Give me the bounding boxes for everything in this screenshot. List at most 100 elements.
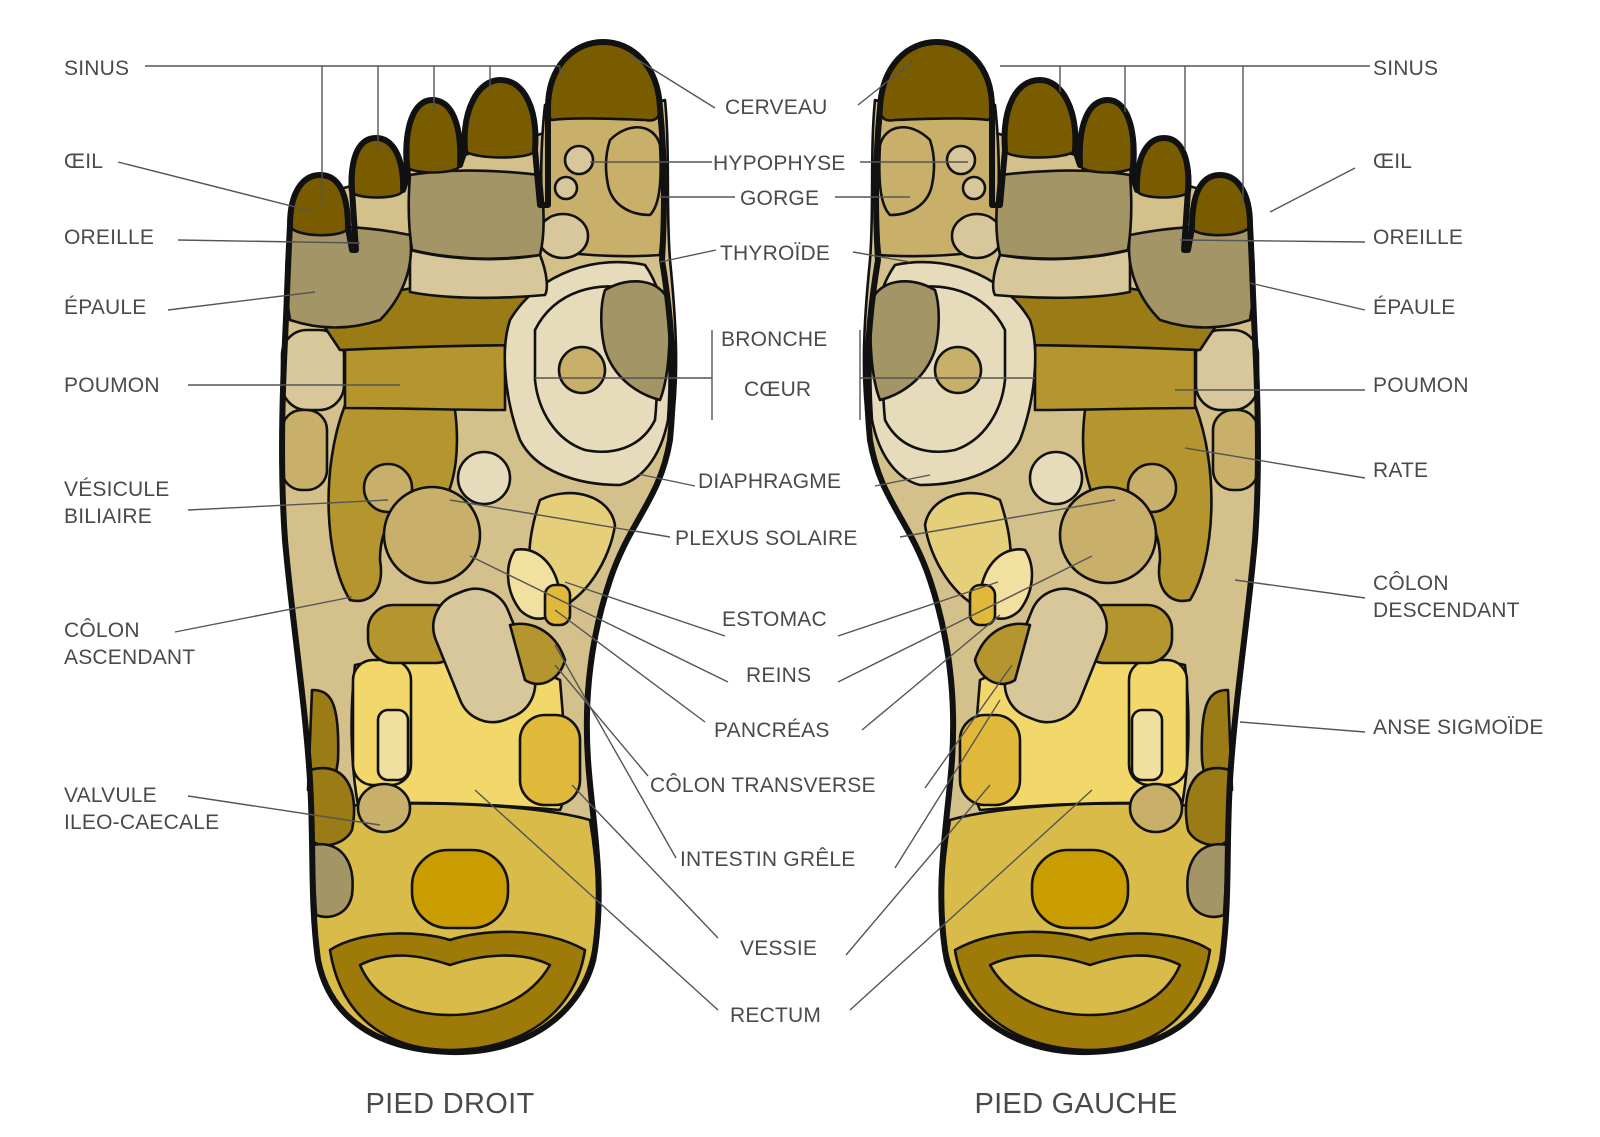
right-heart-dot xyxy=(557,345,607,395)
right-bladder-zone xyxy=(518,713,582,807)
leader-diaphragme-l xyxy=(874,474,931,487)
leader-estomac-l xyxy=(837,581,999,637)
leader-colon-desc xyxy=(1234,579,1366,599)
leader-thyroide-l xyxy=(852,251,911,263)
right-ileo-zone xyxy=(356,782,412,834)
label-gorge: GORGE xyxy=(740,187,819,210)
right-throat-zone xyxy=(604,125,662,217)
leader-rectum-l xyxy=(849,789,1093,1011)
right-pancreas-zone xyxy=(508,622,567,686)
left-sigmoid-inner xyxy=(1130,708,1164,782)
label-coeur: CŒUR xyxy=(744,378,811,401)
label-vessie: VESSIE xyxy=(740,937,817,960)
leader-intestin-l xyxy=(894,699,1001,869)
label-colon-desc-line2: DESCENDANT xyxy=(1373,599,1520,622)
leader-oreille-left xyxy=(177,239,361,244)
label-thyroide: THYROÏDE xyxy=(720,242,830,265)
left-outer-lower2 xyxy=(1184,766,1232,847)
left-foot-outline xyxy=(864,39,1262,1056)
label-diaphragme: DIAPHRAGME xyxy=(698,470,841,493)
leader-bronche-coeur-r xyxy=(535,330,713,420)
leader-rectum-r xyxy=(474,789,719,1011)
left-throat-zone xyxy=(878,125,936,217)
leader-oeil-right xyxy=(1269,167,1356,213)
left-outer-lower3 xyxy=(1186,842,1230,919)
label-bronche: BRONCHE xyxy=(721,328,827,351)
leader-sigmoide xyxy=(1239,721,1366,733)
label-sinus-left: SINUS xyxy=(64,57,129,80)
label-colon-transverse: CÔLON TRANSVERSE xyxy=(650,774,876,797)
right-hypo-dot2 xyxy=(553,175,579,201)
label-colon-desc-line1: CÔLON xyxy=(1373,572,1449,595)
right-solar-plexus xyxy=(382,485,482,585)
leader-lines xyxy=(117,54,1370,1011)
leader-vessie-l xyxy=(845,784,991,956)
label-sinus-right: SINUS xyxy=(1373,57,1438,80)
label-valvule-line1: VALVULE xyxy=(64,784,157,807)
label-intestin-grele: INTESTIN GRÊLE xyxy=(680,848,856,871)
leader-pancreas-l xyxy=(861,614,1001,731)
label-oeil-right: ŒIL xyxy=(1373,150,1412,173)
left-bronchus-zone xyxy=(869,279,941,402)
left-thyroid xyxy=(950,212,1004,260)
label-epaule-left: ÉPAULE xyxy=(64,296,147,319)
label-estomac: ESTOMAC xyxy=(722,608,827,631)
leader-intestin-r xyxy=(554,644,677,859)
right-outer-lower2 xyxy=(308,766,356,847)
leader-epaule-right xyxy=(1249,282,1366,311)
right-big-toe xyxy=(546,40,662,122)
leader-plexus-l xyxy=(899,499,1116,538)
leader-vesicule-left xyxy=(187,499,389,511)
left-lung-band xyxy=(1033,341,1197,412)
label-pancreas: PANCRÉAS xyxy=(714,719,830,742)
right-toe2-base xyxy=(407,169,546,260)
label-vesicule-line1: VÉSICULE xyxy=(64,478,169,501)
left-dot-b xyxy=(1028,450,1084,506)
leader-colon-asc xyxy=(174,596,353,633)
left-ureter-zone xyxy=(968,583,997,627)
left-solar-plexus xyxy=(1058,485,1158,585)
label-plexus-solaire: PLEXUS SOLAIRE xyxy=(675,527,858,550)
left-heart-dot xyxy=(933,345,983,395)
label-valvule-line2: ILEO-CAECALE xyxy=(64,811,219,834)
leader-epaule-left xyxy=(167,291,316,311)
label-poumon-right: POUMON xyxy=(1373,374,1469,397)
left-heel-center xyxy=(1030,848,1130,930)
label-poumon-left: POUMON xyxy=(64,374,160,397)
leader-colon-transverse-l xyxy=(924,664,1013,789)
leader-thyroide-r xyxy=(659,249,717,263)
label-hypophyse: HYPOPHYSE xyxy=(713,152,846,175)
left-foot xyxy=(862,39,1262,1056)
right-thyroid xyxy=(536,212,590,260)
leader-bronche-coeur-l xyxy=(859,330,1035,420)
title-pied-droit: PIED DROIT xyxy=(366,1088,535,1120)
left-pancreas-zone xyxy=(973,622,1032,686)
title-pied-gauche: PIED GAUCHE xyxy=(974,1088,1177,1120)
leader-sinus-right xyxy=(1000,65,1370,205)
labels-center-column: CERVEAU HYPOPHYSE GORGE THYROÏDE BRONCHE… xyxy=(650,96,876,1027)
leader-rate xyxy=(1184,447,1366,479)
leader-cerveau-r xyxy=(629,54,716,109)
right-bronchus-zone xyxy=(599,279,671,402)
left-hypo-dot2 xyxy=(961,175,987,201)
right-valve-inner xyxy=(376,708,410,782)
left-pituitary xyxy=(945,144,977,176)
label-colon-asc-line2: ASCENDANT xyxy=(64,646,195,669)
leader-pancreas-r xyxy=(554,609,706,723)
right-kidney-dot xyxy=(456,450,512,506)
right-outer-lower3 xyxy=(310,842,354,919)
right-heel-center xyxy=(410,848,510,930)
label-oreille-right: OREILLE xyxy=(1373,226,1463,249)
label-epaule-right: ÉPAULE xyxy=(1373,296,1456,319)
label-reins: REINS xyxy=(746,664,811,687)
right-pituitary xyxy=(563,144,595,176)
leader-vessie-r xyxy=(571,784,719,939)
right-heel-rim-inner xyxy=(358,954,552,1017)
leader-oeil-left xyxy=(117,161,316,213)
labels-left-column: SINUS ŒIL OREILLE ÉPAULE POUMON VÉSICULE… xyxy=(64,57,219,834)
left-toe2-base xyxy=(994,169,1133,260)
leader-estomac-r xyxy=(564,581,726,637)
leader-sinus-left xyxy=(145,65,561,205)
